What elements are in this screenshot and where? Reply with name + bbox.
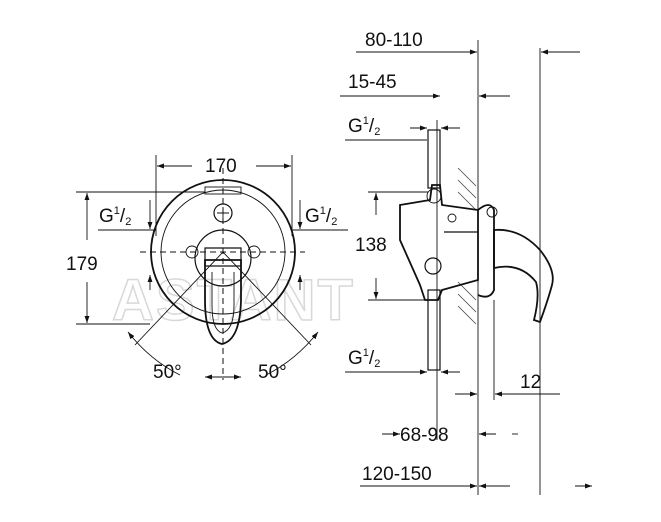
angle-right-label: 50° bbox=[258, 362, 287, 383]
front-view: 170 179 G1/2 G1/2 50° 50° bbox=[66, 155, 348, 383]
lever-side bbox=[493, 228, 554, 324]
dim-12-label: 12 bbox=[520, 372, 541, 393]
dim-15-45-label: 15-45 bbox=[348, 72, 397, 93]
thread-top-label: G1/2 bbox=[348, 115, 380, 138]
width-dim-label: 170 bbox=[205, 156, 237, 177]
lever-inner bbox=[211, 272, 235, 334]
lower-port bbox=[424, 257, 442, 275]
angle-left-arc bbox=[127, 331, 181, 376]
escutcheon-knob bbox=[486, 206, 498, 218]
inlet-nut-top bbox=[426, 188, 442, 204]
dim-120-150-label: 120-150 bbox=[362, 464, 432, 485]
thread-right-label: G1/2 bbox=[305, 205, 337, 228]
dim-138-label: 138 bbox=[355, 235, 387, 256]
angle-right-leg bbox=[222, 251, 312, 346]
thread-bottom-label: G1/2 bbox=[348, 347, 380, 370]
valve-body bbox=[399, 184, 479, 301]
bottom-outlet-pipe bbox=[427, 289, 441, 371]
dim-68-98-label: 68-98 bbox=[400, 425, 449, 446]
lever-top bbox=[204, 247, 242, 267]
angle-left-label: 50° bbox=[153, 362, 182, 383]
height-dim-label: 179 bbox=[66, 254, 98, 275]
top-inlet-pipe bbox=[427, 129, 441, 189]
cartridge-screw bbox=[447, 213, 457, 223]
angle-left-leg bbox=[134, 251, 224, 346]
dim-80-110-label: 80-110 bbox=[365, 30, 423, 51]
escutcheon-side bbox=[477, 204, 495, 298]
angle-right-arc bbox=[265, 331, 319, 376]
lever-handle bbox=[204, 259, 242, 345]
wall-hatching bbox=[457, 167, 477, 325]
side-view: 80-110 15-45 G1/2 138 G1/2 12 68-98 bbox=[340, 30, 592, 495]
thread-left-label: G1/2 bbox=[99, 205, 131, 228]
